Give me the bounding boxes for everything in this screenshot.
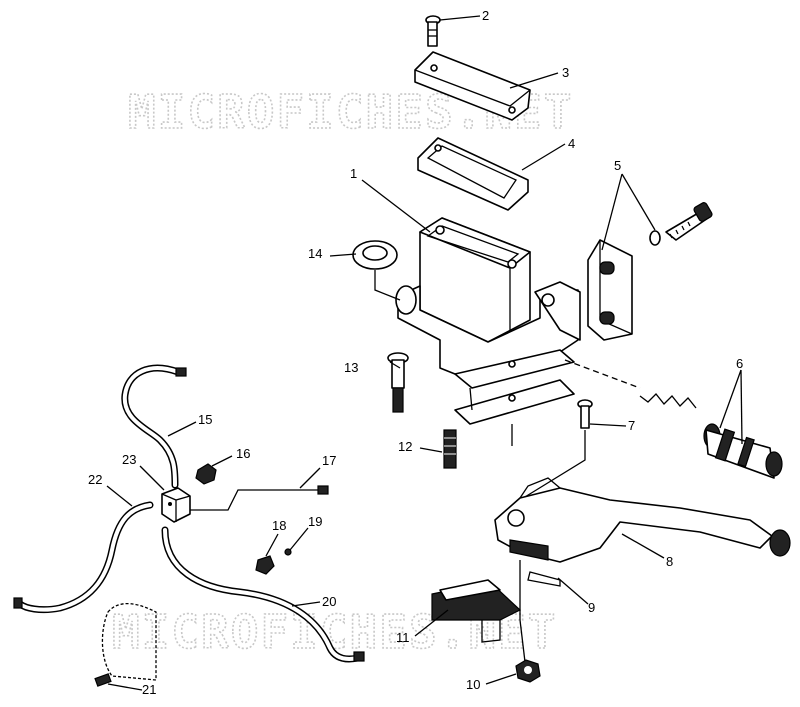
callout-17: 17 xyxy=(322,453,336,468)
part-fitting-16 xyxy=(195,463,217,485)
callout-18: 18 xyxy=(272,518,286,533)
part-clamp-5 xyxy=(587,202,713,341)
callout-19: 19 xyxy=(308,514,322,529)
callout-9: 9 xyxy=(588,600,595,615)
callout-14: 14 xyxy=(308,246,322,261)
callout-23: 23 xyxy=(122,452,136,467)
callout-16: 16 xyxy=(236,446,250,461)
callout-12: 12 xyxy=(398,439,412,454)
part-seal-14 xyxy=(352,240,398,270)
part-line-17 xyxy=(190,485,329,511)
part-screw-7 xyxy=(519,399,593,501)
part-hose-22 xyxy=(13,501,154,614)
part-caliper xyxy=(101,603,157,681)
callout-2: 2 xyxy=(482,8,489,23)
part-screw-21 xyxy=(94,673,112,687)
callout-15: 15 xyxy=(198,412,212,427)
callout-20: 20 xyxy=(322,594,336,609)
callout-labels: 2 3 4 1 5 6 7 8 9 10 11 12 13 14 15 16 1… xyxy=(88,8,743,697)
part-cover-3 xyxy=(414,51,531,121)
callout-11: 11 xyxy=(396,630,410,645)
callout-21: 21 xyxy=(142,682,156,697)
part-gasket-4 xyxy=(417,137,529,211)
callout-5: 5 xyxy=(614,158,621,173)
part-screw-2 xyxy=(425,15,441,47)
part-nut-10 xyxy=(515,659,541,683)
callout-10: 10 xyxy=(466,677,480,692)
part-lever-8 xyxy=(494,477,791,563)
callout-22: 22 xyxy=(88,472,102,487)
part-piston-6 xyxy=(564,359,783,479)
callout-13: 13 xyxy=(344,360,358,375)
part-bolt-13 xyxy=(387,352,409,413)
part-bolt-12 xyxy=(443,429,457,469)
callout-4: 4 xyxy=(568,136,575,151)
callout-6: 6 xyxy=(736,356,743,371)
part-bleeder-18 xyxy=(255,555,275,575)
part-bleeder-19 xyxy=(284,548,292,556)
part-hose-15 xyxy=(121,364,187,489)
part-hose-20 xyxy=(161,526,365,663)
callout-1: 1 xyxy=(350,166,357,181)
callout-3: 3 xyxy=(562,65,569,80)
leader-14-line xyxy=(374,270,401,301)
callout-8: 8 xyxy=(666,554,673,569)
part-block-11 xyxy=(431,579,526,663)
leader-lines xyxy=(106,15,743,691)
part-mount-plates xyxy=(454,349,575,446)
part-junction-23 xyxy=(161,487,191,523)
callout-7: 7 xyxy=(628,418,635,433)
